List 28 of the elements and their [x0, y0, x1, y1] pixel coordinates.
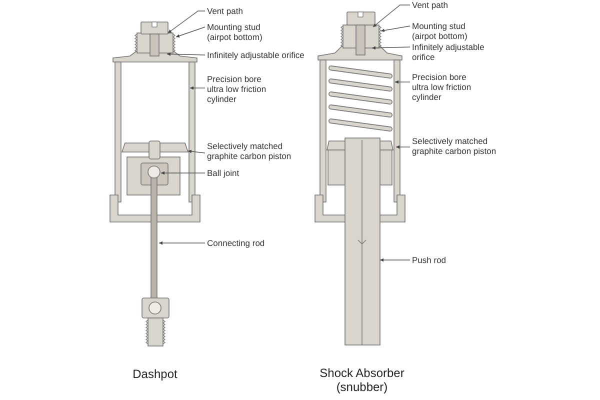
leader-line: [158, 241, 206, 245]
leader-line: [160, 171, 206, 175]
callout-label: Mounting stud (airpot bottom): [207, 22, 264, 42]
leader-line: [372, 46, 410, 50]
callout-label: Infinitely adjustable orifice: [207, 50, 304, 60]
callout-label: Infinitely adjustable orifice: [412, 42, 486, 62]
leader-line: [380, 258, 410, 262]
drawing-title: Dashpot: [132, 367, 178, 381]
callout-label: Precision bore ultra low friction cylinder: [412, 72, 472, 102]
callout-label: Precision bore ultra low friction cylinder: [207, 74, 268, 104]
drawing-title: Shock Absorber (snubber): [318, 366, 406, 394]
callout-label: Selectively matched graphite carbon piston: [412, 136, 498, 156]
callout-label: Push rod: [412, 255, 446, 265]
callout-label: Vent path: [412, 0, 448, 10]
leader-line: [396, 145, 410, 149]
callout-label: Mounting stud (airpot bottom): [412, 21, 468, 41]
callout-label: Selectively matched graphite carbon piston: [207, 141, 292, 161]
leader-line: [168, 10, 206, 34]
leader-line: [176, 26, 206, 38]
leader-line: [380, 26, 410, 32]
leader-line: [166, 52, 206, 56]
callout-label: Connecting rod: [207, 238, 265, 248]
leader-line: [190, 86, 206, 90]
leader-line: [394, 80, 410, 84]
callout-label: Vent path: [207, 6, 243, 16]
leader-line: [372, 4, 410, 28]
leader-line: [188, 150, 206, 154]
callout-label: Ball joint: [207, 168, 240, 178]
